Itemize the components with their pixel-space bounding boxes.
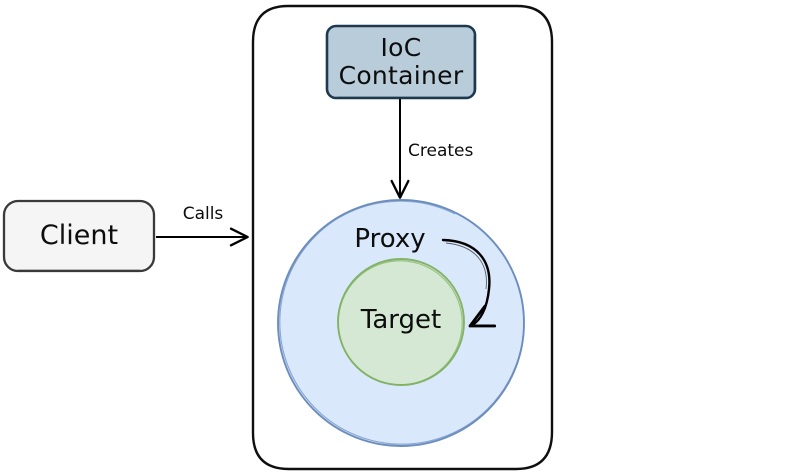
proxy-to-target-edge xyxy=(441,238,497,328)
target-circle-shape xyxy=(337,258,465,386)
client-box-shape[interactable] xyxy=(2,199,156,273)
ioc-container-box-shape[interactable] xyxy=(325,24,477,100)
